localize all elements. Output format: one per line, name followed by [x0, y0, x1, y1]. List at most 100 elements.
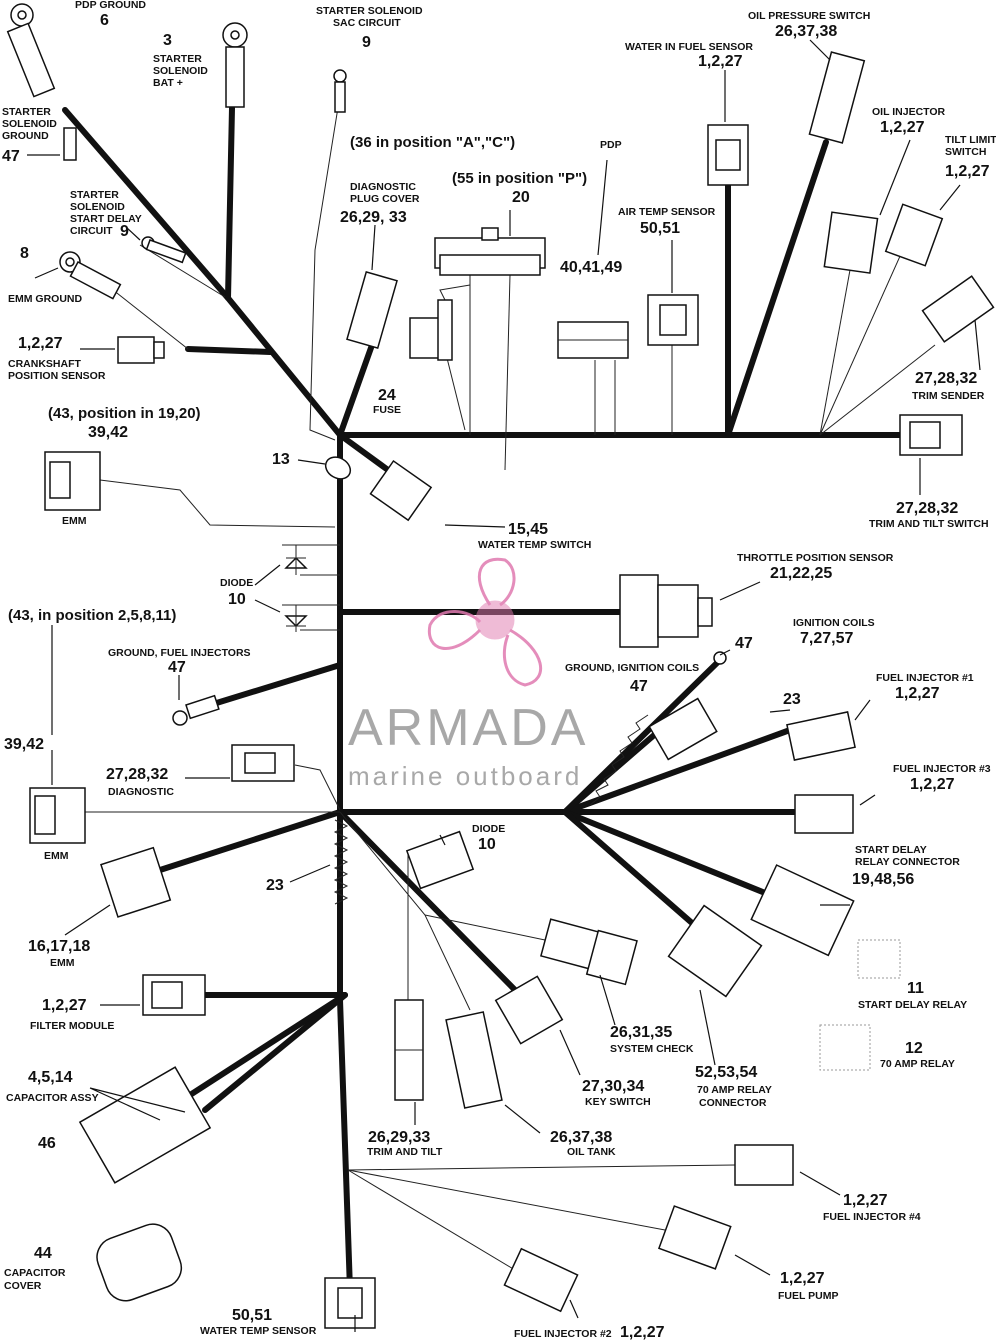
label-diode2-num: 10: [478, 836, 496, 853]
label-trim-tilt-num: 27,28,32: [896, 500, 958, 517]
air-temp-connector: [647, 294, 699, 346]
label-sac-1: STARTER SOLENOID: [316, 5, 423, 17]
label-ssg-1: STARTER: [2, 106, 51, 118]
label-diag-cover-1: DIAGNOSTIC: [350, 181, 416, 193]
sdr-wire: [562, 809, 773, 898]
label-cap: CAPACITOR ASSY: [6, 1092, 99, 1104]
capacitor-cover: [96, 1223, 183, 1302]
label-emm-ground: EMM GROUND: [8, 293, 82, 305]
key-wire: [337, 809, 518, 993]
label-pdp-ground-num: 6: [100, 12, 109, 29]
label-sdr-1: START DELAY: [855, 844, 927, 856]
spring-23a: [589, 714, 649, 806]
ign-ground-wire: [562, 657, 723, 815]
label-tps-num: 21,22,25: [770, 565, 832, 582]
label-ssd-3: START DELAY: [70, 213, 142, 225]
fi1-wire: [562, 727, 793, 815]
leader-lines: [27, 39, 981, 1332]
sdr-connector: [750, 864, 855, 957]
wts-wire: [337, 432, 391, 473]
relay-70-amp: [819, 1024, 871, 1071]
gfi-wire: [207, 662, 343, 708]
label-pdp2-num: 40,41,49: [560, 259, 622, 276]
label-item13: 13: [272, 451, 290, 468]
label-ssd-2: SOLENOID: [70, 201, 125, 213]
capacitor-assy: [78, 1066, 212, 1184]
harness-trunks: [62, 105, 903, 1293]
label-gfi-num: 47: [168, 659, 186, 676]
diag-thin: [294, 764, 341, 811]
label-trim-tilt: TRIM AND TILT SWITCH: [869, 518, 989, 530]
cap-wire-2: [202, 992, 348, 1113]
label-emm2: EMM: [44, 850, 69, 862]
fi1-connector: [786, 711, 856, 761]
label-tilt-limit-num: 1,2,27: [945, 163, 990, 180]
label-emm3-num: 16,17,18: [28, 938, 90, 955]
emm1-connector: [44, 451, 101, 511]
label-oil-inj: OIL INJECTOR: [872, 106, 946, 118]
label-oiltank-num: 26,37,38: [550, 1129, 612, 1146]
fuse-thin: [439, 284, 471, 301]
label-fuelpump: FUEL PUMP: [778, 1290, 838, 1302]
label-ssd-1: STARTER: [70, 189, 119, 201]
fuse-holder: [409, 299, 453, 361]
label-trim-sender-num: 27,28,32: [915, 370, 977, 387]
diode-pair: [282, 544, 310, 632]
ign-coil-connector: [648, 697, 718, 761]
label-filter-num: 1,2,27: [42, 997, 87, 1014]
label-relay70c-2: CONNECTOR: [699, 1097, 767, 1109]
tt2-connector: [394, 999, 424, 1101]
label-fi3-num: 1,2,27: [910, 776, 955, 793]
label-ign-ground-num: 47: [630, 678, 648, 695]
cap-wire-1: [187, 992, 348, 1098]
oil-inj-connector: [823, 211, 879, 274]
label-ops: OIL PRESSURE SWITCH: [748, 10, 870, 22]
label-fuse: FUSE: [373, 404, 401, 416]
label-fi4-num: 1,2,27: [843, 1192, 888, 1209]
fi2-connector: [503, 1247, 579, 1313]
label-cap-cover-2: COVER: [4, 1280, 42, 1292]
label-diode1: DIODE: [220, 577, 253, 589]
ops-wire: [725, 139, 829, 438]
label-emm1-num: 39,42: [88, 424, 128, 441]
label-sdrelay-num: 11: [907, 980, 924, 997]
label-ign-ground: GROUND, IGNITION COILS: [565, 662, 699, 674]
ring-13: [324, 456, 352, 480]
label-diag-cover-hint: (36 in position "A","C"): [350, 134, 515, 151]
label-starter-bat-3: BAT +: [153, 77, 183, 89]
label-sdr-2: RELAY CONNECTOR: [855, 856, 960, 868]
emm1-thin: [99, 479, 336, 528]
label-ssg-2: SOLENOID: [2, 118, 57, 130]
label-crank-1: CRANKSHAFT: [8, 358, 81, 370]
top-branch-left: [62, 107, 343, 438]
label-pdp-hint: (55 in position "P"): [452, 170, 587, 187]
fi2-thin: [347, 1169, 516, 1271]
fi4-connector: [734, 1144, 794, 1186]
watermark-tagline: marine outboard: [348, 761, 582, 791]
label-diag-cover-2: PLUG COVER: [350, 193, 420, 205]
label-wif-num: 1,2,27: [698, 53, 743, 70]
crank-connector: [117, 336, 165, 364]
thin-wires: [74, 94, 936, 1271]
label-relay70: 70 AMP RELAY: [880, 1058, 955, 1070]
pdp-drop-2: [504, 274, 511, 471]
fi3-connector: [794, 794, 854, 834]
starter-bat-wire: [225, 105, 235, 301]
label-key: KEY SWITCH: [585, 1096, 651, 1108]
diag-connector: [231, 744, 295, 782]
label-wts-num: 15,45: [508, 521, 548, 538]
label-item23a: 23: [783, 691, 801, 708]
label-fuelpump-num: 1,2,27: [780, 1270, 825, 1287]
label-ssg-3: GROUND: [2, 130, 49, 142]
label-diag: DIAGNOSTIC: [108, 786, 174, 798]
label-diode2: DIODE: [472, 823, 505, 835]
key-connector: [494, 975, 564, 1045]
label-crank-2: POSITION SENSOR: [8, 370, 106, 382]
watermark: ARMADA marine outboard: [348, 557, 585, 791]
label-pdp: PDP: [600, 139, 622, 151]
fuse-drop: [444, 349, 466, 431]
oil-inj-thin: [819, 269, 851, 436]
spring-23b: [333, 819, 349, 905]
ops-connector: [808, 51, 866, 144]
